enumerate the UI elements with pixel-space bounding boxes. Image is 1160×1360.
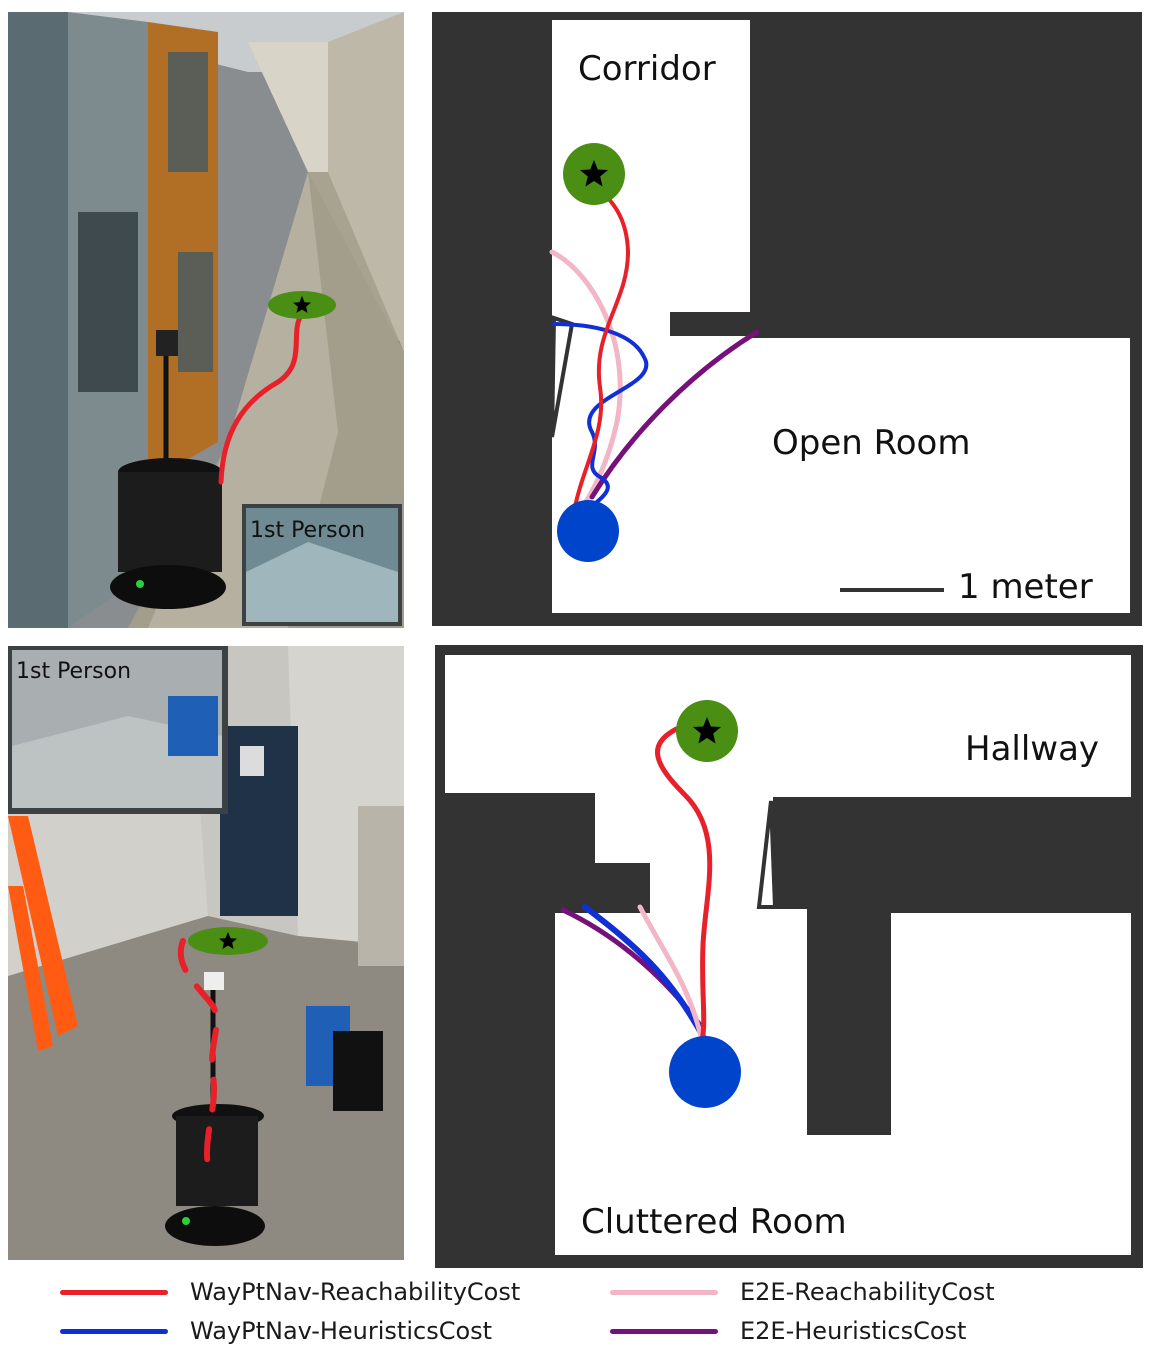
- legend-swatch: [610, 1328, 718, 1334]
- hallway-label: Hallway: [965, 729, 1099, 769]
- top-inset-label: 1st Person: [250, 518, 365, 543]
- open-room-label: Open Room: [772, 423, 970, 463]
- robot-disc-icon: [669, 1036, 741, 1108]
- legend-item-waypt-reachability: WayPtNav-ReachabilityCost: [60, 1278, 520, 1306]
- legend-swatch: [60, 1328, 168, 1334]
- legend-item-e2e-reachability: E2E-ReachabilityCost: [610, 1278, 995, 1306]
- star-icon: [580, 160, 608, 187]
- legend-item-e2e-heuristics: E2E-HeuristicsCost: [610, 1317, 966, 1345]
- camera-icon: [204, 972, 224, 990]
- scale-label: 1 meter: [958, 567, 1093, 607]
- legend-label: WayPtNav-HeuristicsCost: [190, 1317, 493, 1345]
- star-icon: [293, 296, 311, 313]
- top-photo: 1st Person: [8, 12, 404, 628]
- legend-swatch: [610, 1289, 718, 1295]
- bottom-inset-label: 1st Person: [16, 659, 131, 684]
- legend-item-waypt-heuristics: WayPtNav-HeuristicsCost: [60, 1317, 492, 1345]
- top-photo-inset: 1st Person: [242, 504, 402, 626]
- legend-label: WayPtNav-ReachabilityCost: [190, 1278, 521, 1306]
- star-icon: [693, 717, 721, 744]
- legend-label: E2E-ReachabilityCost: [740, 1278, 995, 1306]
- legend-label: E2E-HeuristicsCost: [740, 1317, 967, 1345]
- star-icon: [219, 932, 237, 949]
- robot-disc-icon: [557, 500, 619, 562]
- bottom-photo: 1st Person: [8, 646, 404, 1260]
- camera-icon: [156, 330, 178, 356]
- bottom-photo-inset: 1st Person: [8, 646, 228, 814]
- corridor-label: Corridor: [578, 49, 716, 89]
- legend-swatch: [60, 1289, 168, 1295]
- top-map: Corridor Open Room 1 meter: [432, 12, 1142, 626]
- cluttered-room-label: Cluttered Room: [581, 1202, 847, 1242]
- bottom-map: Hallway Cluttered Room: [435, 645, 1143, 1268]
